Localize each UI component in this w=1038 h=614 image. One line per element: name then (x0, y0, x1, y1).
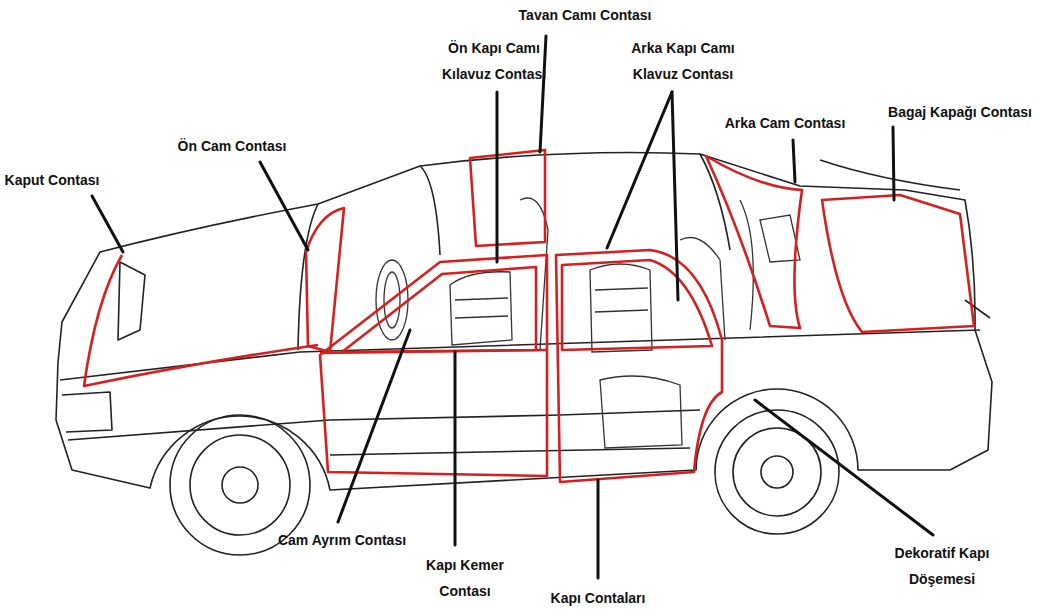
seal-line (706, 156, 802, 328)
leader-line (338, 330, 410, 522)
part-label: Kapı Contaları (551, 585, 646, 611)
wheel (761, 456, 793, 488)
part-label: Ön Cam Contası (178, 133, 287, 159)
seat-and-interior (450, 272, 512, 345)
seal-line (562, 260, 712, 350)
leader-line (260, 162, 308, 250)
leader-line (793, 140, 795, 182)
part-label: Arka Cam Contası (725, 110, 846, 136)
leader-line (672, 92, 678, 300)
part-label: Kaput Contası (5, 167, 100, 193)
leader-line (893, 127, 894, 200)
seat-and-interior (595, 288, 648, 312)
part-label: Ön Kapı Camı Kılavuz Contası (435, 35, 553, 87)
seal-line (84, 150, 974, 482)
part-label: Tavan Camı Contası (519, 2, 652, 28)
part-label: Bagaj Kapağı Contası (888, 99, 1032, 125)
car-body-outline (820, 160, 960, 190)
seat-and-interior (590, 264, 652, 352)
leader-line (92, 36, 933, 578)
wheel (190, 435, 290, 535)
part-label: Cam Ayrım Contası (278, 527, 406, 553)
seal-line (822, 195, 974, 332)
part-label: Arka Kapı Camı Klavuz Contası (622, 35, 744, 87)
seal-line (470, 150, 545, 246)
seal-line (320, 255, 547, 476)
leader-line (92, 196, 123, 252)
car-body-outline (60, 330, 980, 380)
leader-line (540, 36, 546, 152)
car-body-outline (56, 153, 992, 491)
seat-and-interior (600, 376, 682, 448)
car-body-outline (330, 448, 690, 455)
leader-line (496, 92, 499, 262)
part-label: Dekoratif Kapı Döşemesi (883, 540, 1001, 592)
car-body-outline (62, 392, 112, 432)
car-body-outline (965, 300, 990, 318)
wheel (222, 467, 258, 503)
car-body-outline (56, 153, 992, 491)
seal-line (556, 250, 722, 482)
seal-line (320, 350, 546, 353)
part-label: Kapı Kemer Contası (415, 552, 515, 604)
wheel (715, 410, 839, 534)
car-body-outline (118, 262, 145, 340)
seat-and-interior (455, 298, 508, 318)
seal-line (84, 255, 318, 386)
seat-and-interior (740, 200, 753, 330)
car-body-outline (420, 166, 440, 255)
seat-and-interior (376, 198, 800, 448)
leader-line (597, 480, 600, 578)
leader-line (755, 400, 933, 535)
car-body-outline (68, 410, 700, 440)
seal-line (306, 208, 344, 352)
wheel (170, 410, 839, 555)
leader-line (607, 92, 672, 248)
leader-line (454, 352, 457, 545)
seal-line (342, 267, 536, 352)
